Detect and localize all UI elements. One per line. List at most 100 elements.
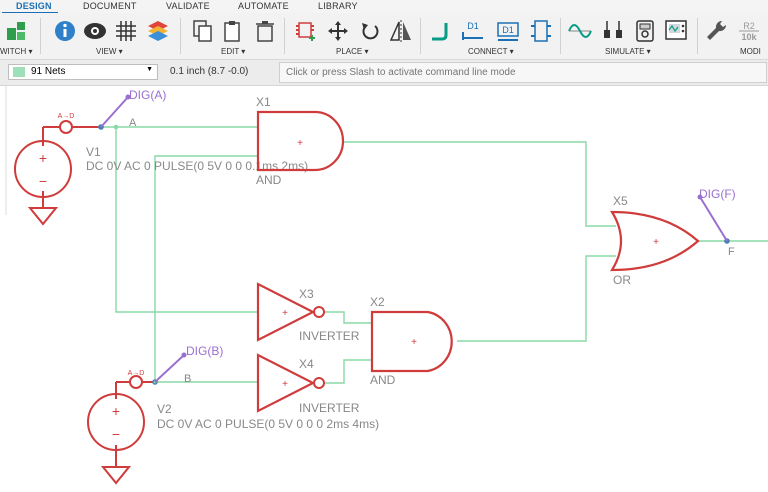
wire-a-to-x3 xyxy=(115,127,258,313)
x2-name: X2 xyxy=(370,295,385,309)
group-label-edit[interactable]: EDIT ▾ xyxy=(221,47,246,56)
grid-icon[interactable] xyxy=(113,18,139,44)
separator xyxy=(40,18,41,54)
wire-x4-to-x2 xyxy=(325,359,372,384)
rotate-icon[interactable] xyxy=(357,18,383,44)
separator xyxy=(180,18,181,54)
separator xyxy=(560,18,561,54)
adc-switch-label: A→D xyxy=(58,113,75,120)
or-gate-x5[interactable]: + xyxy=(610,210,700,272)
place-component-icon[interactable] xyxy=(293,18,319,44)
separator xyxy=(697,18,698,54)
adc-switch-v1[interactable]: A→D xyxy=(52,113,101,134)
ground-icon xyxy=(27,207,59,226)
resistor-value-text: 10k xyxy=(741,32,757,42)
wires xyxy=(101,126,768,384)
tab-validate[interactable]: VALIDATE xyxy=(166,1,210,11)
and-gate-x2[interactable]: + xyxy=(370,310,453,373)
net-label-icon[interactable]: D1 xyxy=(460,18,486,44)
port-label-text: D1 xyxy=(502,25,514,35)
gate-pin-marker: + xyxy=(282,308,288,319)
probe-icon[interactable] xyxy=(600,18,626,44)
adc-switch-label: A→D xyxy=(128,370,145,377)
probe-label-f[interactable]: DIG(F) xyxy=(699,187,736,201)
group-label-modify[interactable]: MODI xyxy=(740,47,761,56)
voltage-source-v1[interactable]: + − xyxy=(14,126,72,226)
nets-dropdown-value: 91 Nets xyxy=(31,66,66,77)
wire-x3-to-x2 xyxy=(325,311,372,324)
x2-type: AND xyxy=(370,373,396,387)
v1-value: DC 0V AC 0 PULSE(0 5V 0 0 0.1ms 2ms) xyxy=(86,159,308,173)
wire-icon[interactable] xyxy=(428,18,454,44)
inverter-x4[interactable]: + xyxy=(256,353,325,413)
resistor-ref-text: R2 xyxy=(743,21,755,31)
group-label-connect[interactable]: CONNECT ▾ xyxy=(468,47,514,56)
separator xyxy=(284,18,285,54)
and-gate-x1[interactable]: + xyxy=(256,110,345,172)
gate-pin-marker: + xyxy=(411,337,417,348)
net-label-text: D1 xyxy=(467,21,479,31)
oscilloscope-icon[interactable] xyxy=(663,18,689,44)
mirror-icon[interactable] xyxy=(388,18,414,44)
group-label-switch[interactable]: WITCH ▾ xyxy=(0,47,33,56)
x1-name: X1 xyxy=(256,95,271,109)
group-label-view[interactable]: VIEW ▾ xyxy=(96,47,123,56)
gate-pin-marker: + xyxy=(297,138,303,149)
minus-sign: − xyxy=(112,426,120,442)
probe-line-b xyxy=(154,354,185,383)
source-circle xyxy=(14,140,72,198)
x1-type: AND xyxy=(256,173,282,187)
schematic-canvas[interactable]: + − A→D DIG(A) A V1 DC 0V AC 0 PULSE(0 5… xyxy=(0,86,768,492)
inverter-x3[interactable]: + xyxy=(256,282,325,342)
wire-x2-to-x5 xyxy=(457,255,616,342)
ribbon-toolbar: WITCH ▾ VIEW ▾ EDIT ▾ PLACE ▾ xyxy=(0,13,768,60)
net-label-b: B xyxy=(184,373,191,385)
layers-icon[interactable] xyxy=(145,18,171,44)
wrench-icon[interactable] xyxy=(703,18,729,44)
probe-line-f xyxy=(699,196,728,242)
nets-dropdown[interactable]: 91 Nets ▼ xyxy=(8,64,158,80)
tab-library[interactable]: LIBRARY xyxy=(318,1,358,11)
chevron-down-icon: ▼ xyxy=(146,66,153,73)
eye-icon[interactable] xyxy=(82,18,108,44)
group-label-place[interactable]: PLACE ▾ xyxy=(336,47,369,56)
probe-node-a xyxy=(125,94,131,100)
separator xyxy=(420,18,421,54)
voltage-source-v2[interactable]: + − xyxy=(87,381,145,485)
x3-type: INVERTER xyxy=(299,329,360,343)
x5-name: X5 xyxy=(613,194,628,208)
port-icon[interactable]: D1 xyxy=(495,18,521,44)
switch-icon[interactable] xyxy=(4,18,30,44)
grid-coordinate-readout: 0.1 inch (8.7 -0.0) xyxy=(170,66,249,77)
multimeter-icon[interactable] xyxy=(632,18,658,44)
bus-icon[interactable] xyxy=(528,18,554,44)
paste-icon[interactable] xyxy=(220,18,246,44)
info-icon[interactable] xyxy=(52,18,78,44)
plus-sign: + xyxy=(112,403,120,419)
plus-sign: + xyxy=(39,150,47,166)
group-label-simulate[interactable]: SIMULATE ▾ xyxy=(605,47,651,56)
tab-automate[interactable]: AUTOMATE xyxy=(238,1,289,11)
v2-value: DC 0V AC 0 PULSE(0 5V 0 0 0 2ms 4ms) xyxy=(157,417,379,431)
tab-document[interactable]: DOCUMENT xyxy=(83,1,137,11)
wire-b-to-x1 xyxy=(154,155,258,382)
copy-icon[interactable] xyxy=(190,18,216,44)
wire-x1-to-x5 xyxy=(343,141,616,227)
junction-dot xyxy=(113,124,119,130)
ground-icon xyxy=(100,466,132,485)
probe-node-b xyxy=(181,352,187,358)
net-color-swatch xyxy=(13,67,25,77)
tab-design[interactable]: DESIGN xyxy=(16,1,52,11)
resistor-value-icon[interactable]: R2 10k xyxy=(736,18,762,44)
adc-switch-v2[interactable]: A→D xyxy=(123,370,155,389)
probe-label-b[interactable]: DIG(B) xyxy=(186,344,223,358)
gate-pin-marker: + xyxy=(653,237,659,248)
command-bar: 91 Nets ▼ 0.1 inch (8.7 -0.0) xyxy=(0,60,768,86)
trash-icon[interactable] xyxy=(252,18,278,44)
source-circle xyxy=(87,393,145,451)
probe-label-a[interactable]: DIG(A) xyxy=(129,88,166,102)
minus-sign: − xyxy=(39,173,47,189)
move-icon[interactable] xyxy=(325,18,351,44)
sine-wave-icon[interactable] xyxy=(567,18,593,44)
command-line-input[interactable] xyxy=(279,62,767,83)
